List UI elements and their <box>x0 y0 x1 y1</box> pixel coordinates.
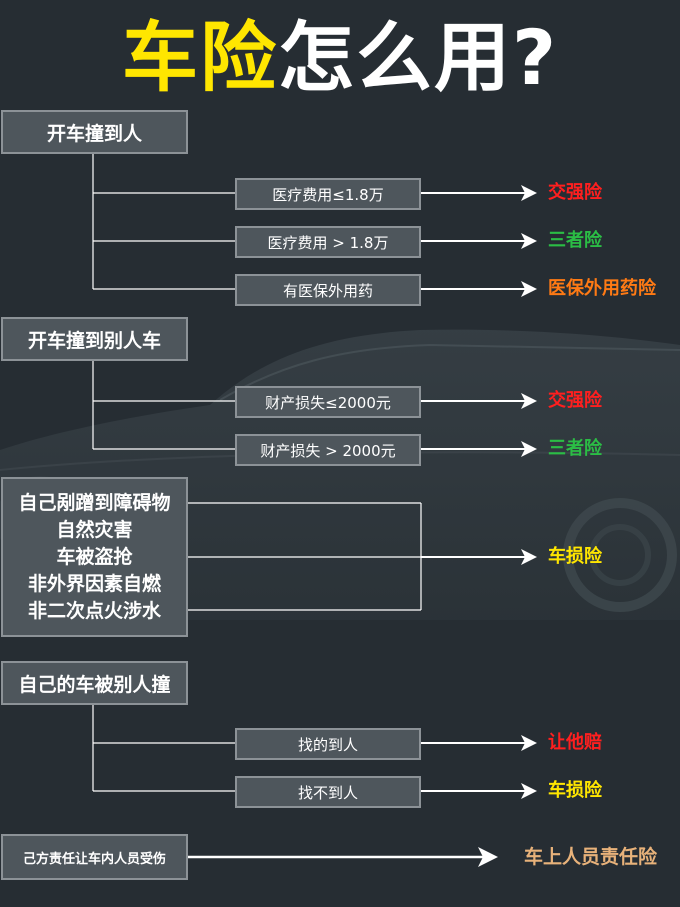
condition-label: 有医保外用药 <box>282 281 373 300</box>
category-line: 车被盗抢 <box>56 545 133 568</box>
result-label: 车损险 <box>548 780 602 801</box>
category-line: 非二次点火涉水 <box>27 599 161 622</box>
category-line: 自己剐蹭到障碍物 <box>18 491 171 514</box>
result-label: 医保外用药险 <box>548 278 656 299</box>
result-label: 让他赔 <box>548 732 602 753</box>
condition-label: 医疗费用≤1.8万 <box>272 185 384 204</box>
category-label: 己方责任让车内人员受伤 <box>22 851 166 867</box>
category-box-hit-car: 开车撞到别人车 <box>1 317 188 361</box>
condition-box: 财产损失≤2000元 <box>235 386 421 418</box>
condition-box: 财产损失 > 2000元 <box>235 434 421 466</box>
page-title: 车险怎么用? <box>0 8 680 108</box>
result-label: 交强险 <box>548 390 602 411</box>
condition-label: 医疗费用 > 1.8万 <box>267 233 389 252</box>
category-label: 自己的车被别人撞 <box>18 673 171 696</box>
title-rest: 怎么用? <box>277 13 559 102</box>
title-highlight: 车险 <box>121 13 278 102</box>
category-box-hit-person: 开车撞到人 <box>1 110 188 154</box>
result-label: 三者险 <box>548 438 602 459</box>
condition-label: 找的到人 <box>297 735 358 754</box>
result-label: 交强险 <box>548 182 602 203</box>
condition-label: 财产损失≤2000元 <box>265 393 391 412</box>
condition-box: 找的到人 <box>235 728 421 760</box>
condition-box: 找不到人 <box>235 776 421 808</box>
category-label: 开车撞到人 <box>46 122 142 145</box>
condition-label: 财产损失 > 2000元 <box>260 441 396 460</box>
category-line: 非外界因素自燃 <box>27 572 161 595</box>
condition-box: 有医保外用药 <box>235 274 421 306</box>
category-line: 自然灾害 <box>56 518 133 541</box>
category-box-hit-by-others: 自己的车被别人撞 <box>1 661 188 705</box>
result-label: 车损险 <box>548 546 602 567</box>
result-label: 三者险 <box>548 230 602 251</box>
category-box-own-damage: 自己剐蹭到障碍物 自然灾害 车被盗抢 非外界因素自燃 非二次点火涉水 <box>1 477 188 637</box>
condition-box: 医疗费用≤1.8万 <box>235 178 421 210</box>
category-box-passenger-injury: 己方责任让车内人员受伤 <box>1 834 188 880</box>
category-label: 开车撞到别人车 <box>27 329 161 352</box>
condition-label: 找不到人 <box>297 783 358 802</box>
result-label: 车上人员责任险 <box>524 846 658 868</box>
condition-box: 医疗费用 > 1.8万 <box>235 226 421 258</box>
